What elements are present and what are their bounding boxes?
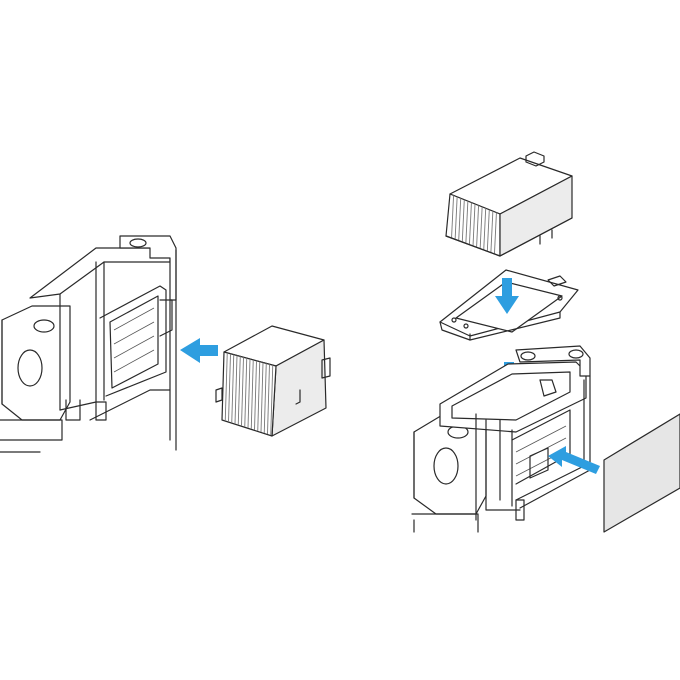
fin-line	[465, 201, 469, 244]
fin-line	[490, 211, 494, 254]
fin-line	[468, 202, 472, 245]
fin-line	[486, 209, 490, 252]
fin-line	[483, 208, 487, 251]
arrow-down-icon	[495, 278, 519, 314]
fin-line	[270, 365, 274, 436]
arrow-left-icon	[180, 338, 218, 363]
fin-line	[472, 203, 476, 247]
fin-line	[263, 363, 267, 434]
fin-line	[479, 206, 483, 249]
fin-line	[244, 358, 248, 428]
fin-line	[260, 362, 264, 433]
fin-line	[224, 352, 228, 422]
chassis-housing-left	[0, 235, 177, 453]
fin-line	[241, 357, 244, 427]
fin-line	[228, 353, 231, 423]
fin-line	[458, 198, 462, 241]
heat-sink-module	[445, 151, 573, 257]
fin-line	[231, 354, 235, 424]
fin-line	[476, 205, 480, 248]
fin-line	[254, 360, 257, 431]
fin-line	[237, 356, 241, 426]
right-panel	[411, 151, 680, 533]
fins-left	[224, 352, 274, 436]
fin-line	[257, 361, 261, 432]
fin-line	[267, 364, 270, 435]
fin-line	[493, 212, 497, 255]
fin-line	[234, 355, 238, 425]
left-panel	[0, 235, 331, 453]
fin-line	[461, 199, 465, 242]
fin-line	[454, 196, 458, 239]
fin-line	[250, 359, 254, 430]
side-panel	[603, 413, 680, 533]
fin-line	[247, 358, 251, 429]
fins-right	[451, 195, 497, 255]
chassis-housing-right	[411, 345, 591, 533]
fin-line	[451, 195, 455, 238]
arrow-left-icon	[548, 446, 600, 474]
filter-module-left	[215, 325, 331, 437]
